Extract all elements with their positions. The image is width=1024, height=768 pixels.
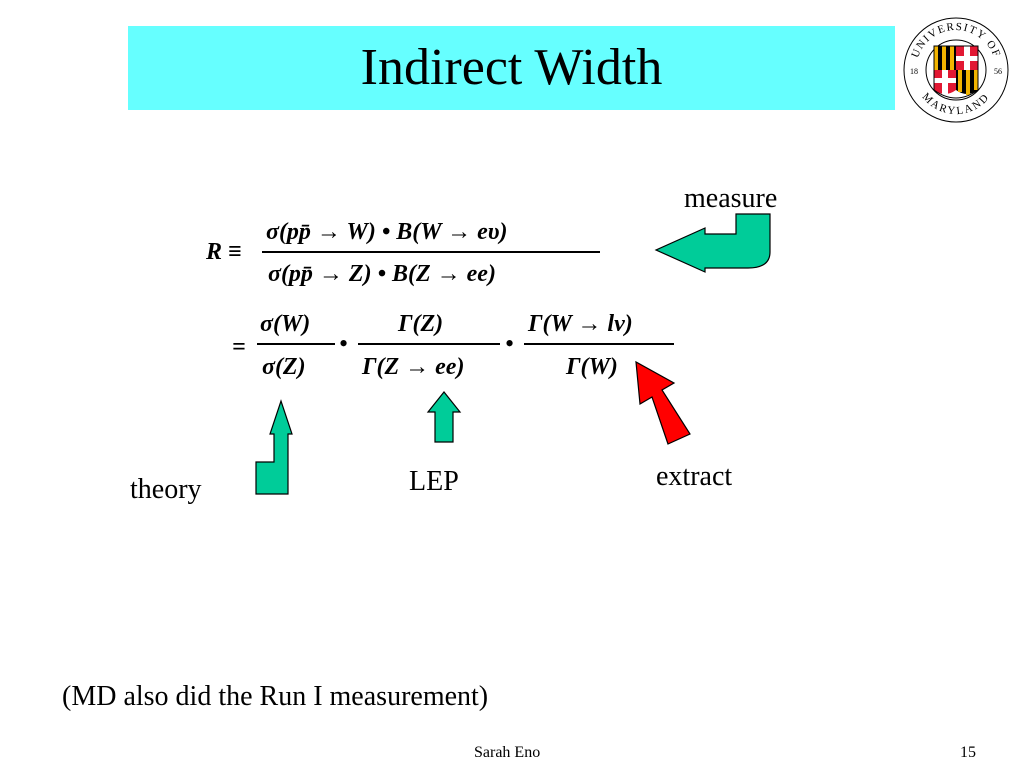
logo-year-left: 18 — [910, 67, 918, 76]
fraction-2-bar — [358, 343, 500, 345]
bullet-2: • — [505, 329, 515, 358]
fraction-2-denominator: Γ(Z → ee) — [362, 354, 465, 380]
note-text: (MD also did the Run I measurement) — [62, 681, 489, 712]
footer-author: Sarah Eno — [474, 744, 541, 761]
equation-2-equals: = — [232, 334, 246, 360]
fraction-3-denominator: Γ(W) — [566, 354, 618, 380]
university-of-maryland-logo: UNIVERSITY OF MARYLAND 18 56 — [903, 17, 1009, 123]
slide-title: Indirect Width — [360, 39, 663, 96]
fraction-1-numerator: σ(W) — [260, 311, 311, 337]
fraction-1-denominator: σ(Z) — [262, 354, 306, 380]
equation-lhs: R ≡ — [206, 239, 242, 265]
fraction-3-numerator: Γ(W → lν) — [528, 311, 633, 337]
label-lep: LEP — [409, 466, 459, 497]
fraction-3-bar — [524, 343, 674, 345]
maryland-flag-shield — [933, 45, 979, 99]
equation-1-denominator: σ(pp̄ → Z) • B(Z → ee) — [268, 261, 496, 287]
theory-arrow — [255, 399, 293, 495]
logo-year-right: 56 — [994, 67, 1002, 76]
lep-arrow — [426, 391, 462, 443]
fraction-2-numerator: Γ(Z) — [398, 311, 444, 337]
measure-arrow — [654, 213, 771, 273]
equation-1-fraction-bar — [262, 251, 600, 253]
fraction-1-bar — [257, 343, 335, 345]
footer-page-number: 15 — [960, 744, 976, 761]
label-measure: measure — [684, 183, 778, 214]
bullet-1: • — [339, 329, 349, 358]
extract-arrow — [635, 360, 691, 445]
title-bar: Indirect Width — [128, 26, 895, 110]
equation-1-numerator: σ(pp̄ → W) • B(W → eυ) — [266, 219, 508, 245]
label-extract: extract — [656, 461, 733, 492]
label-theory: theory — [130, 474, 202, 505]
